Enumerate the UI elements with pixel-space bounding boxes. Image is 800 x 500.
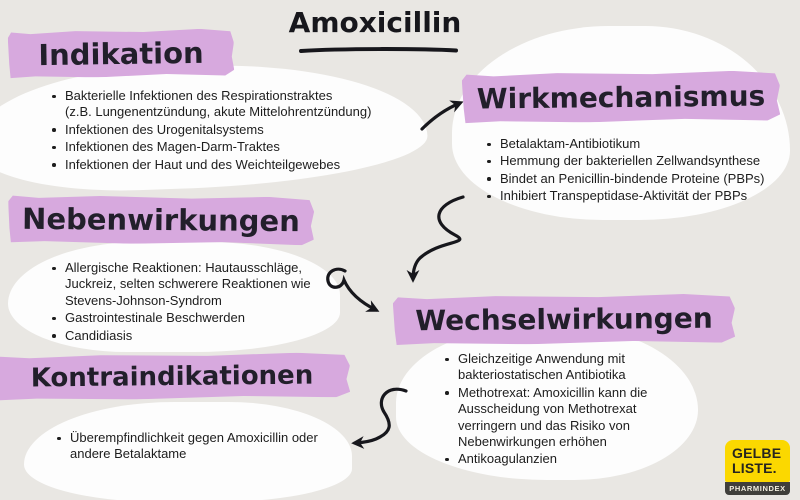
title-underline: [299, 47, 458, 53]
pharmindex-tagline: PHARMINDEX: [725, 482, 790, 495]
section-heading-indikation: Indikation: [8, 28, 235, 78]
page-title: Amoxicillin: [288, 6, 462, 39]
bullet-item: Infektionen des Urogenitalsystems: [50, 122, 395, 138]
section-heading-nebenwirkungen: Nebenwirkungen: [8, 195, 314, 246]
bullet-list-kontraindikationen: Überempfindlichkeit gegen Amoxicillin od…: [55, 430, 355, 464]
gelbe-liste-wordmark: GELBE LISTE.: [725, 440, 790, 482]
bullet-item: Gastrointestinale Beschwerden: [50, 310, 350, 326]
logo-line1: GELBE: [732, 445, 782, 461]
background-blob-kontraindikationen: [24, 402, 352, 500]
bullet-item: Betalaktam-Antibiotikum: [485, 136, 777, 152]
bullet-item: Überempfindlichkeit gegen Amoxicillin od…: [55, 430, 355, 463]
bullet-item: Infektionen des Magen-Darm-Traktes: [50, 139, 395, 155]
bullet-item: Inhibiert Transpeptidase-Aktivität der P…: [485, 188, 777, 204]
bullet-item: Candidiasis: [50, 328, 350, 344]
background-blob-wechselwirkungen: [396, 326, 698, 480]
arrow-wirkmechanismus-to-wechselwirkungen: [406, 195, 465, 283]
bullet-item: Methotrexat: Amoxicillin kann die Aussch…: [443, 385, 683, 451]
bullet-list-wechselwirkungen: Gleichzeitige Anwendung mit bakteriostat…: [443, 351, 683, 469]
bullet-item: Hemmung der bakteriellen Zellwandsynthes…: [485, 153, 777, 169]
bullet-item: Bindet an Penicillin-bindende Proteine (…: [485, 171, 777, 187]
bullet-item: Infektionen der Haut und des Weichteilge…: [50, 157, 395, 173]
logo-line2: LISTE.: [732, 459, 777, 476]
section-heading-wirkmechanismus: Wirkmechanismus: [462, 70, 781, 123]
bullet-item: Bakterielle Infektionen des Respirations…: [50, 88, 395, 121]
bullet-list-nebenwirkungen: Allergische Reaktionen: Hautausschläge, …: [50, 260, 350, 345]
bullet-list-wirkmechanismus: Betalaktam-Antibiotikum Hemmung der bakt…: [485, 136, 777, 206]
background-blob-nebenwirkungen: [8, 242, 340, 352]
section-heading-kontraindikationen: Kontraindikationen: [0, 352, 350, 401]
bullet-item: Antikoagulanzien: [443, 451, 683, 467]
background-blob-wirkmechanismus: [452, 26, 790, 220]
gelbe-liste-logo: GELBE LISTE. PHARMINDEX: [725, 440, 790, 495]
section-heading-wechselwirkungen: Wechselwirkungen: [393, 294, 735, 346]
bullet-list-indikation: Bakterielle Infektionen des Respirations…: [50, 88, 395, 174]
bullet-item: Allergische Reaktionen: Hautausschläge, …: [50, 260, 350, 309]
bullet-item: Gleichzeitige Anwendung mit bakteriostat…: [443, 351, 683, 384]
